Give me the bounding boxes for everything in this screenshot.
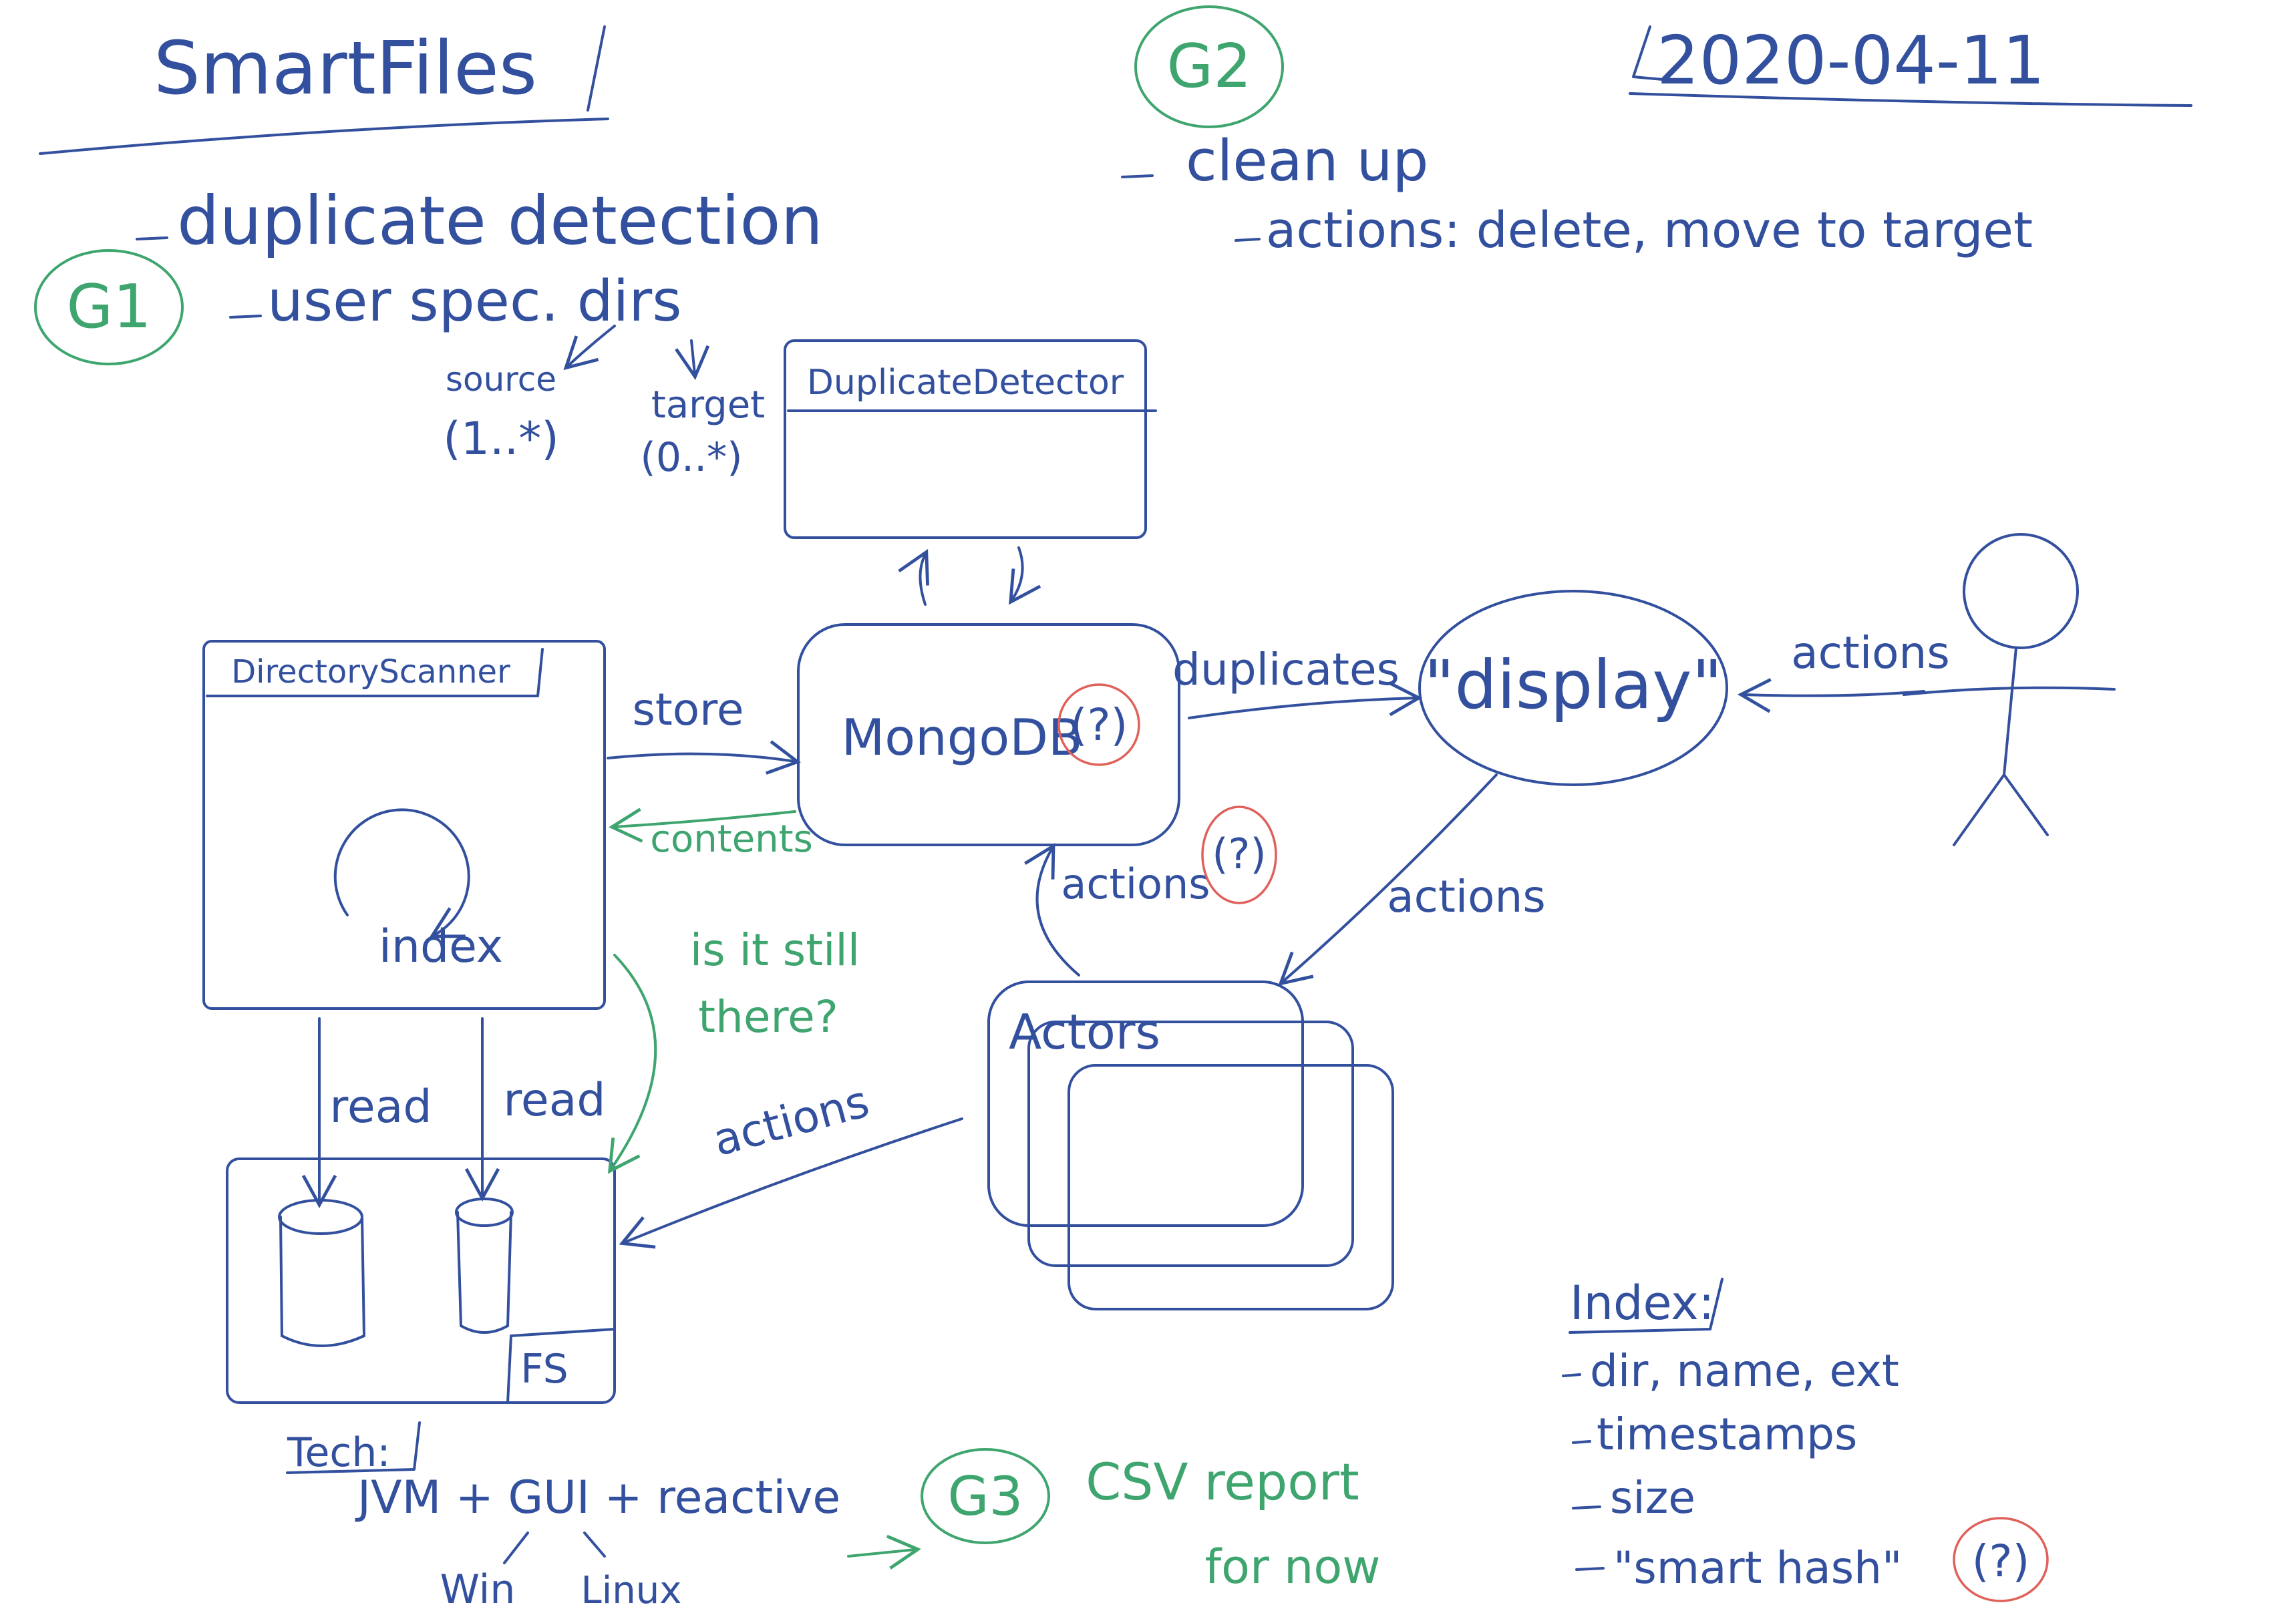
display-actions-arrow (1278, 773, 1498, 986)
index-item4-dash (1575, 1567, 1605, 1571)
index-question-circle (1953, 1517, 2049, 1602)
actors-to-mongo-arrow (1024, 843, 1080, 976)
display-actions-label: actions (1387, 871, 1546, 922)
contents-label: contents (650, 818, 813, 861)
duplicates-label: duplicates (1172, 644, 1400, 695)
mongodb-question-circle (1057, 683, 1140, 766)
source-cardinality: (1..*) (443, 413, 559, 466)
title: SmartFiles (154, 25, 537, 111)
display-ellipse (1418, 590, 1728, 786)
source-label: source (446, 360, 556, 399)
tech-branch-left (503, 1532, 529, 1564)
mongodb-box (797, 623, 1180, 846)
display-label: "display" (1424, 646, 1722, 724)
date-bracket (1632, 25, 1671, 81)
actors-card-middle (1027, 1021, 1354, 1267)
g2-label: G2 (1166, 31, 1251, 102)
actors-card-back (1068, 1064, 1394, 1310)
index-item2-dash (1572, 1440, 1591, 1444)
g1-item2-dash (229, 315, 262, 319)
fs-label-corner (506, 1328, 616, 1404)
date-underline (1629, 92, 2192, 107)
disk-1-icon (278, 1199, 365, 1347)
tech-underline (286, 1421, 421, 1474)
tech-branch-right (583, 1532, 606, 1558)
g3-line2: for now (1205, 1540, 1381, 1594)
g1-circle (34, 249, 184, 365)
user-actions-label: actions (1791, 627, 1950, 679)
index-item3-dash (1572, 1505, 1601, 1509)
g3-arrow (847, 1534, 921, 1570)
g3-label: G3 (948, 1465, 1023, 1528)
duplicate-detector-box (784, 339, 1147, 539)
index-notes-underline (1569, 1278, 1724, 1334)
still-there-arrow (607, 954, 657, 1174)
index-item-3: size (1610, 1472, 1695, 1524)
source-arrow (563, 325, 616, 371)
duplicates-arrow (1188, 681, 1423, 719)
actors-question: (?) (1212, 830, 1266, 878)
g1-item1-dash (136, 236, 168, 240)
tech-label: Tech: (287, 1429, 391, 1476)
fs-label: FS (520, 1346, 568, 1393)
g3-circle (921, 1448, 1050, 1544)
mongodb-label: MongoDB (842, 708, 1083, 767)
store-label: store (633, 684, 744, 735)
contents-arrow (609, 808, 796, 843)
tech-platform-linux: Linux (581, 1569, 682, 1609)
index-label: index (379, 920, 503, 973)
mongodb-question: (?) (1070, 699, 1128, 751)
index-notes-title: Index: (1570, 1276, 1714, 1330)
directory-scanner-label: DirectoryScanner (231, 653, 510, 691)
still-there-line1: is it still (690, 924, 860, 976)
actors-label: Actors (1009, 1004, 1160, 1060)
fs-box (226, 1157, 616, 1404)
index-question: (?) (1972, 1536, 2030, 1587)
index-item1-dash (1562, 1373, 1581, 1377)
title-slash (587, 25, 606, 112)
target-cardinality: (0..*) (640, 434, 742, 481)
actors-question-circle (1201, 806, 1277, 904)
g1-label: G1 (66, 272, 151, 342)
detector-down-arrow (1009, 546, 1041, 605)
target-label: target (651, 383, 765, 427)
g2-item2: actions: delete, move to target (1266, 202, 2033, 259)
tech-stack: JVM + GUI + reactive (355, 1471, 840, 1524)
store-arrow (607, 740, 801, 775)
index-item-2: timestamps (1597, 1409, 1857, 1460)
user-actions-arrow (1737, 678, 1925, 713)
still-there-line2: there? (698, 991, 838, 1043)
actors-to-mongo-label: actions (1061, 860, 1210, 908)
g2-circle (1134, 5, 1284, 128)
directory-scanner-box (202, 640, 606, 1010)
directory-scanner-divider (206, 648, 544, 697)
g1-item2: user spec. dirs (267, 269, 682, 335)
g2-item1: clean up (1186, 128, 1428, 194)
duplicate-detector-label: DuplicateDetector (807, 363, 1124, 403)
target-arrow (675, 339, 710, 380)
stick-figure-icon (1903, 533, 2116, 846)
detector-up-arrow (898, 548, 929, 606)
g3-line1: CSV report (1086, 1452, 1359, 1511)
g1-item1: duplicate detection (177, 182, 823, 260)
actors-to-fs-arrow (619, 1117, 963, 1249)
actors-card-front (987, 980, 1304, 1227)
tech-platform-win: Win (440, 1566, 516, 1609)
read-label-2: read (503, 1074, 605, 1127)
index-item-4: "smart hash" (1613, 1542, 1902, 1594)
read-label-1: read (329, 1081, 432, 1133)
index-item-1: dir, name, ext (1590, 1345, 1899, 1397)
title-underline (39, 118, 609, 155)
disk-2-icon (455, 1198, 514, 1334)
index-loop-icon (333, 808, 470, 938)
g2-item2-dash (1235, 238, 1261, 242)
actors-to-fs-label: actions (707, 1075, 874, 1166)
date: 2020-04-11 (1657, 21, 2045, 100)
g2-item1-dash (1121, 174, 1154, 178)
